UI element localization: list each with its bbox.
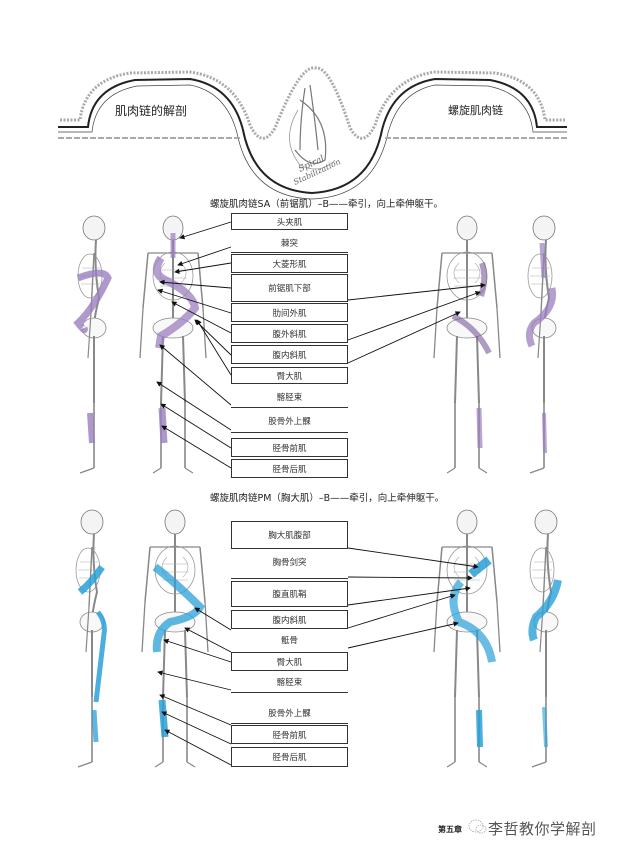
header-right-title: 螺旋肌肉链 (448, 104, 503, 117)
section-sa-title: 螺旋肌肉链SA（前锯肌）–B——牵引，向上牵伸躯干。 (210, 199, 443, 210)
header-left-title: 肌肉链的解剖 (115, 104, 188, 118)
pm-back-view (141, 509, 209, 768)
label-external-intercostal: 肋间外肌 (231, 303, 348, 322)
label-lateral-femoral-epicondyle: 股骨外上髁 (231, 415, 348, 433)
label-tibialis-posterior-2: 胫骨后肌 (231, 747, 348, 767)
pm-side-view-right (528, 509, 562, 768)
label-tibialis-anterior: 胫骨前肌 (231, 438, 348, 457)
label-iliotibial-tract-2: 髂胫束 (231, 676, 348, 693)
label-tibialis-anterior-2: 胫骨前肌 (231, 725, 348, 744)
sa-front-view (433, 215, 501, 474)
label-gluteus-maximus: 臀大肌 (231, 367, 348, 384)
label-iliotibial-tract: 髂胫束 (231, 391, 348, 408)
label-internal-oblique-2: 腹内斜肌 (231, 610, 348, 629)
sa-back-view (139, 215, 207, 474)
sa-side-view-right (525, 215, 557, 474)
label-pectoralis-major-abdominal: 胸大肌腹部 (231, 521, 348, 549)
label-serratus-anterior-lower: 前锯肌下部 (231, 274, 348, 302)
footer-watermark: 李哲教你学解剖 (488, 820, 597, 838)
label-sacrum: 骶骨 (280, 636, 298, 646)
label-external-oblique: 腹外斜肌 (231, 324, 348, 343)
label-rhomboid-major: 大菱形肌 (231, 254, 348, 273)
label-lateral-femoral-epicondyle-2: 股骨外上髁 (231, 707, 348, 724)
label-rectus-sheath: 腹直肌鞘 (231, 581, 348, 607)
label-splenius-capitis: 头夹肌 (231, 213, 348, 230)
pm-side-view-left (75, 509, 107, 768)
label-spinous-process: 棘突 (231, 237, 348, 253)
label-xiphoid-process: 胸骨剑突 (231, 556, 348, 579)
section-pm-title: 螺旋肌肉链PM（胸大肌）–B——牵引，向上牵伸躯干。 (210, 493, 445, 504)
label-gluteus-maximus-2: 臀大肌 (231, 652, 348, 671)
wechat-icon (468, 819, 487, 834)
header-ornament: Spiral Stabilization (58, 66, 567, 200)
sa-side-view-left (73, 215, 112, 474)
label-tibialis-posterior: 胫骨后肌 (231, 459, 348, 478)
spiral-stabilization-logo: Spiral Stabilization (289, 84, 342, 187)
label-internal-oblique: 腹内斜肌 (231, 345, 348, 364)
footer-chapter: 第五章 (438, 825, 462, 834)
pm-front-view (433, 509, 501, 768)
